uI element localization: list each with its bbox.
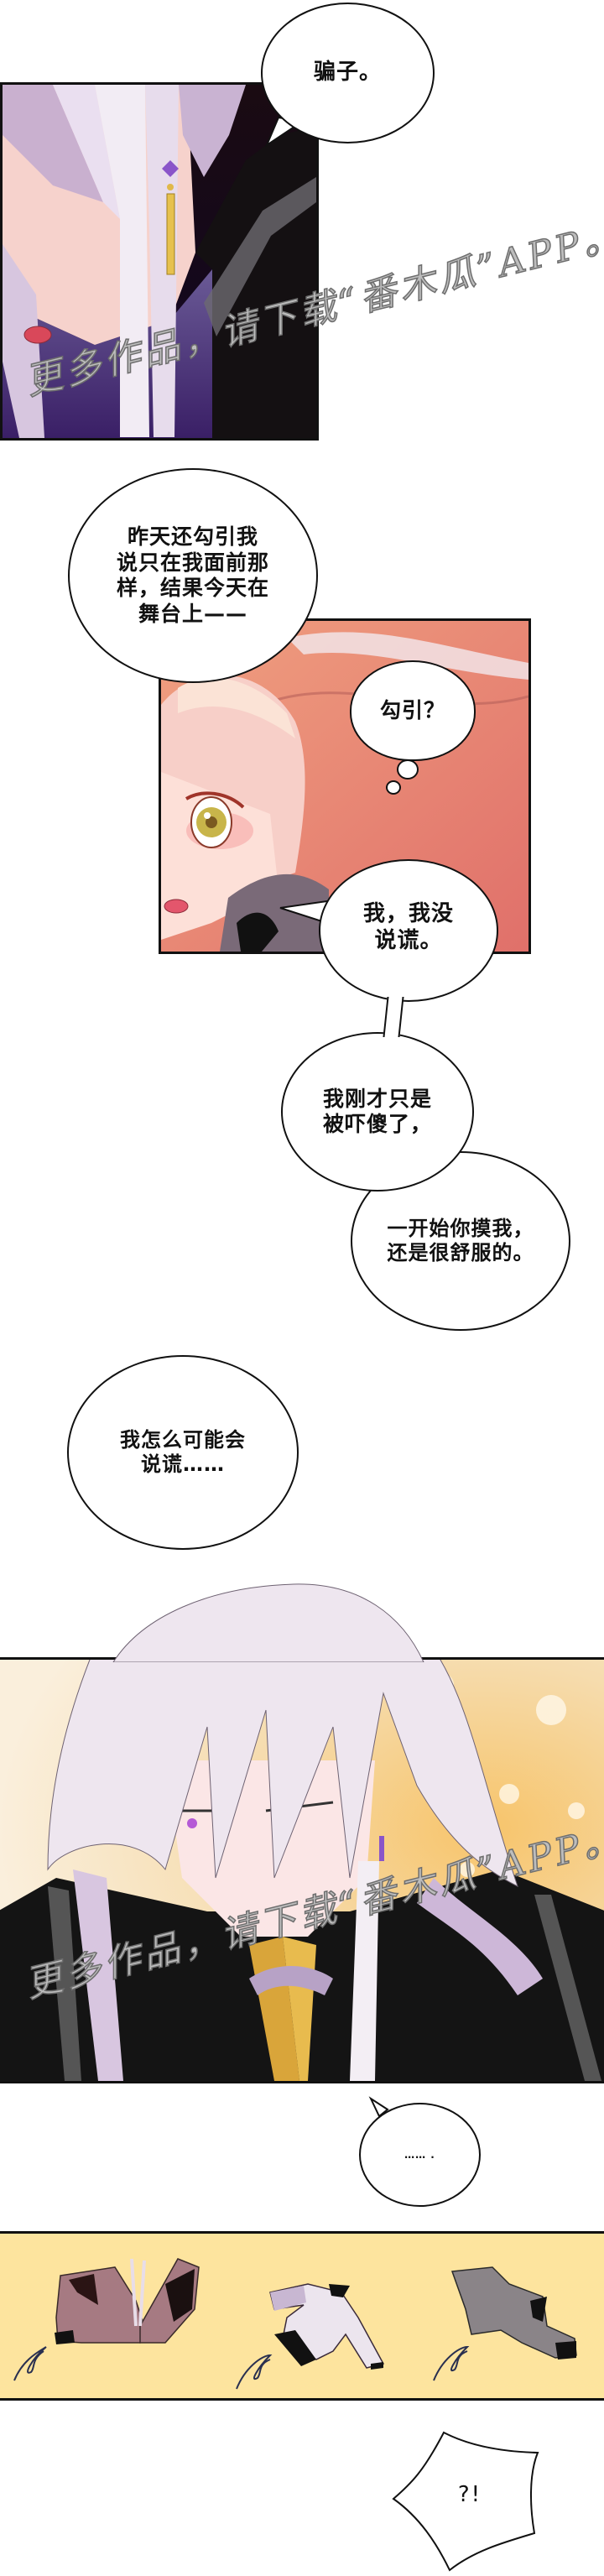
panel-3 <box>0 1657 604 2083</box>
speech-bubble-1: 骗子。 <box>261 3 435 143</box>
thought-bubble: 勾引？ <box>350 660 476 761</box>
flying-coat-icon <box>13 2258 200 2381</box>
speech-bubble-2: 昨天还勾引我 说只在我面前那 样，结果今天在 舞台上—— <box>68 468 318 683</box>
bubble-text: 一开始你摸我， 还是很舒服的。 <box>387 1216 534 1265</box>
speech-bubble-5: 我刚才只是 被吓傻了， <box>281 1032 474 1192</box>
bubble-text: 昨天还勾引我 说只在我面前那 样，结果今天在 舞台上—— <box>116 524 269 626</box>
panel-3-art <box>0 1660 604 2081</box>
bubble-text: 骗子。 <box>313 60 382 86</box>
panel-1 <box>0 82 319 441</box>
panel-3-head-overflow <box>112 1583 424 1662</box>
thought-bubble-dot-small <box>386 780 401 795</box>
panel-4-art <box>13 2258 577 2390</box>
flying-shirt-icon <box>236 2283 385 2390</box>
speech-bubble-7: 我怎么可能会 说谎…… <box>67 1355 299 1550</box>
speech-bubble-8: …… . <box>359 2103 481 2207</box>
bubble-text: 勾引？ <box>379 697 445 722</box>
panel-4 <box>0 2231 604 2401</box>
bubble-text: …… . <box>404 2148 435 2161</box>
bubble-text: 我，我没 说谎。 <box>362 901 454 953</box>
thought-bubble-dot-large <box>397 759 419 780</box>
panel-1-art <box>3 85 316 438</box>
bubble-connector <box>383 997 404 1037</box>
bubble-text: 我怎么可能会 说谎…… <box>120 1427 246 1476</box>
shout-bubble <box>392 2431 539 2572</box>
bubble-text: 我刚才只是 被吓傻了， <box>322 1086 432 1137</box>
flying-pants-icon <box>433 2266 577 2381</box>
shout-bubble-text: ?! <box>457 2482 482 2507</box>
speech-bubble-4: 我，我没 说谎。 <box>319 859 498 1002</box>
